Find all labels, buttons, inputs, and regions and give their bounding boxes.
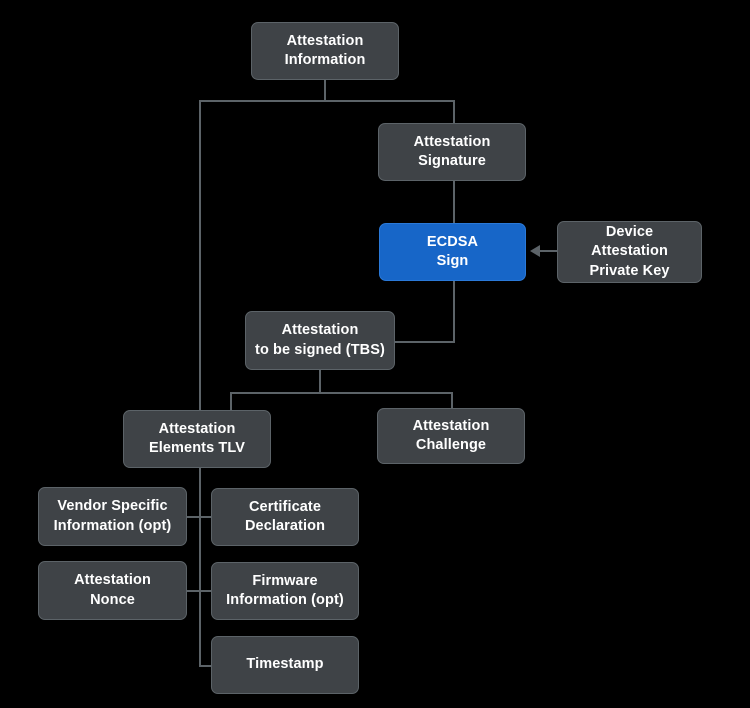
node-attestation-challenge-label: Attestation Challenge xyxy=(412,417,490,453)
node-attestation-tbs[interactable]: Attestation to be signed (TBS) xyxy=(245,311,395,370)
edge-ecdsa-down xyxy=(453,281,455,343)
edge-information-down xyxy=(324,78,326,102)
edge-row1-crossbar xyxy=(187,516,212,518)
edge-information-left-branch xyxy=(199,100,201,411)
node-attestation-elements-tlv[interactable]: Attestation Elements TLV xyxy=(123,410,271,468)
node-attestation-nonce[interactable]: Attestation Nonce xyxy=(38,561,187,620)
node-attestation-information-label: Attestation Information xyxy=(284,32,366,68)
node-certificate-declaration[interactable]: Certificate Declaration xyxy=(211,488,359,546)
node-attestation-nonce-label: Attestation Nonce xyxy=(74,572,151,608)
edge-to-signature xyxy=(453,100,455,124)
node-firmware-information-label: Firmware Information (opt) xyxy=(226,572,344,608)
node-device-attestation-private-key[interactable]: Device Attestation Private Key xyxy=(557,221,702,283)
edge-information-split-bar xyxy=(199,100,455,102)
node-firmware-information[interactable]: Firmware Information (opt) xyxy=(211,562,359,620)
node-ecdsa-sign-label: ECDSA Sign xyxy=(426,233,479,269)
node-attestation-signature[interactable]: Attestation Signature xyxy=(378,123,526,181)
node-timestamp-label: Timestamp xyxy=(246,656,324,673)
node-vendor-specific-information-label: Vendor Specific Information (opt) xyxy=(53,498,172,534)
node-attestation-challenge[interactable]: Attestation Challenge xyxy=(377,408,525,464)
node-certificate-declaration-label: Certificate Declaration xyxy=(244,498,326,534)
edge-tbs-down xyxy=(319,370,321,394)
node-attestation-signature-label: Attestation Signature xyxy=(413,133,491,169)
edge-signature-to-ecdsa xyxy=(453,181,455,223)
edge-ecdsa-to-tbs xyxy=(394,341,455,343)
edge-tlv-spine xyxy=(199,467,201,667)
node-attestation-elements-tlv-label: Attestation Elements TLV xyxy=(148,420,245,456)
arrowhead-to-ecdsa xyxy=(530,245,540,257)
edge-tbs-to-challenge xyxy=(451,392,453,409)
node-device-attestation-private-key-label: Device Attestation Private Key xyxy=(589,224,670,279)
edge-privatekey-to-ecdsa xyxy=(540,250,558,252)
edge-row2-crossbar xyxy=(187,590,212,592)
edge-tbs-split-bar xyxy=(230,392,453,394)
node-vendor-specific-information[interactable]: Vendor Specific Information (opt) xyxy=(38,487,187,546)
node-timestamp[interactable]: Timestamp xyxy=(211,636,359,694)
node-attestation-information[interactable]: Attestation Information xyxy=(251,22,399,80)
node-ecdsa-sign[interactable]: ECDSA Sign xyxy=(379,223,526,281)
node-attestation-tbs-label: Attestation to be signed (TBS) xyxy=(255,322,385,358)
edge-tbs-to-tlv xyxy=(230,392,232,411)
edge-row3-to-timestamp xyxy=(199,665,212,667)
